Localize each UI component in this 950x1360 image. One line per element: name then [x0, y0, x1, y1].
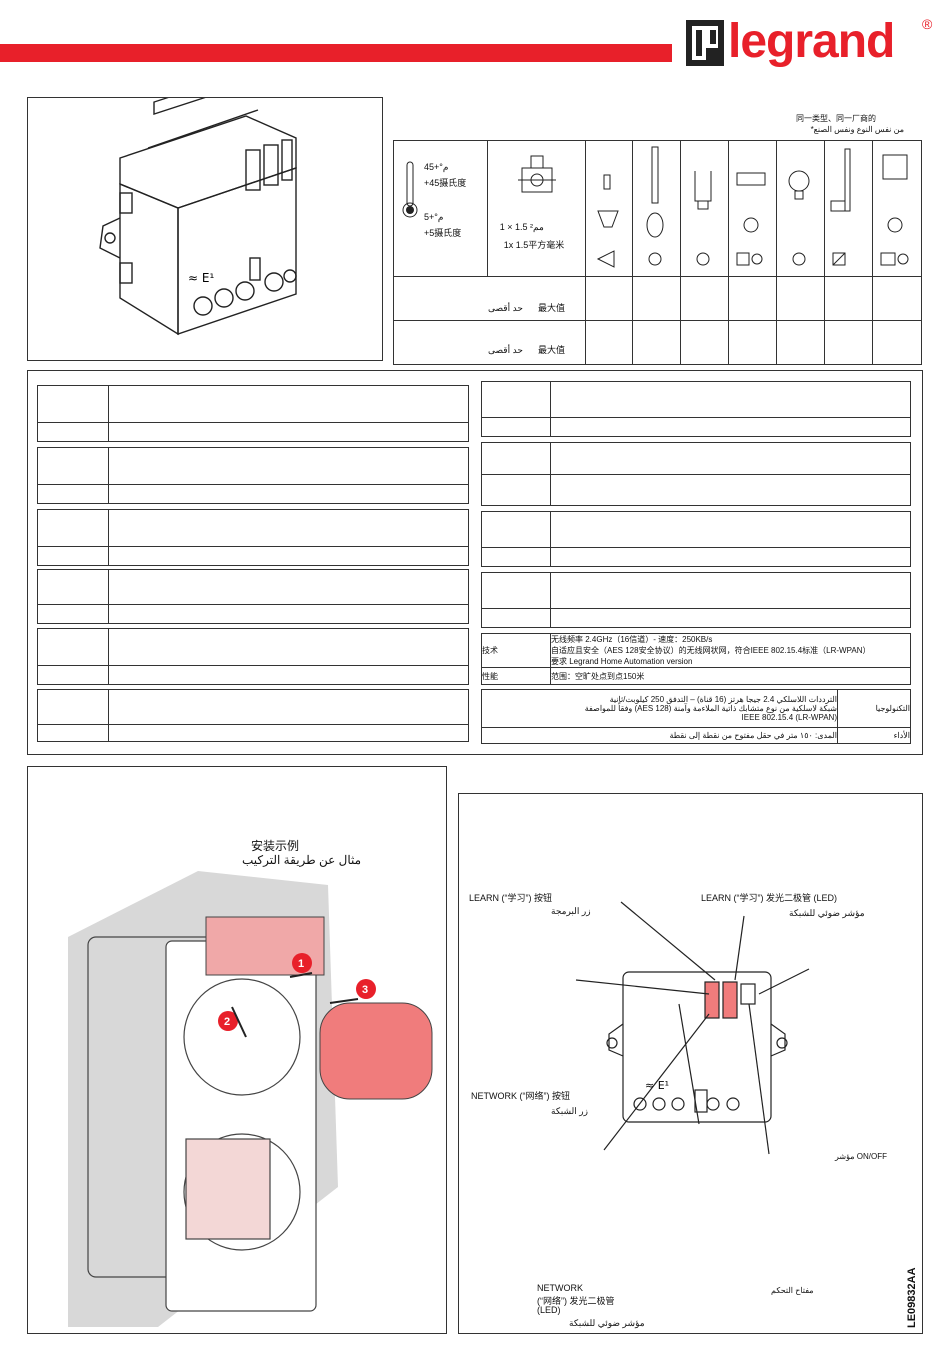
transformer-cell: [728, 140, 778, 277]
perf-value-cn: 范围：空旷处点到点150米: [550, 667, 911, 685]
network-led-ar: مؤشر ضوئي للشبكة: [569, 1318, 645, 1328]
max-row-2-label: حد أقصى 最大值: [392, 320, 587, 365]
tech-value-ar-2: شبكة لاسلكية من نوع متشابك ذاتية الملاءم…: [584, 704, 837, 713]
wire-cn: 1x 1.5平方毫米: [503, 239, 565, 250]
device-legend-panel: LEARN (“学习”) 按钮 زر البرمجة LEARN (“学习”) …: [458, 793, 923, 1334]
wire-cell: 1 × 1.5 مم² 1x 1.5平方毫米: [486, 140, 587, 277]
temp-high-ar: م°+45: [424, 161, 449, 172]
tech-value-cn-1: 无线频率 2.4GHz（16信道）- 速度：250KB/s: [551, 635, 713, 644]
registered-mark: ®: [922, 16, 933, 32]
install-illustration: 1 2 3: [68, 871, 433, 1327]
onoff-ar: مؤشر ON/OFF: [835, 1152, 887, 1161]
max-ar-1: حد أقصى: [488, 303, 523, 313]
thermometer-icon: [402, 161, 418, 217]
ferromagnetic-transformer-icon: [880, 154, 909, 266]
led-lamp-icon: [597, 174, 620, 268]
halogen-lamp-icon: [646, 146, 664, 266]
temp-low-ar: م°+5: [424, 211, 444, 222]
control-key-ar: مفتاح التحكم: [771, 1286, 814, 1295]
network-led-cn-1: NETWORK: [537, 1283, 583, 1293]
spec-table-cn: 技术 无线频率 2.4GHz（16信道）- 速度：250KB/s 自适应且安全（…: [481, 633, 911, 685]
cfl-lamp-icon: [694, 171, 712, 266]
header-red-bar: [0, 44, 672, 62]
terminal-screw-icon: [517, 155, 556, 192]
max-ar-2: حد أقصى: [488, 345, 523, 355]
note-ar: من نفس النوع ونفس الصنع*: [810, 125, 904, 134]
install-title-ar: مثال عن طريقة التركيب: [242, 853, 362, 867]
incandescent-lamp-icon: [788, 170, 810, 266]
learn-button-ar: زر البرمجة: [551, 906, 591, 916]
fluorescent-tube-icon: [830, 148, 851, 266]
micromodule-drawing: ≈ E¹: [99, 71, 297, 336]
cfl-cell: [680, 140, 730, 277]
perf-value-ar: المدى: ١٥٠ متر في حقل مفتوح من نقطة إلى …: [481, 727, 838, 744]
network-button-cn: NETWORK (“网络”) 按钮: [471, 1091, 570, 1101]
spec-panel: [27, 370, 923, 755]
perf-label-cn: 性能: [481, 667, 551, 685]
network-button-ar: زر الشبكة: [551, 1106, 588, 1116]
note-cn: 同一类型、同一厂商的: [796, 114, 876, 123]
document-code: LE09832AA: [906, 1267, 918, 1328]
incandescent-cell: [776, 140, 825, 277]
perf-label-ar: الأداء: [837, 727, 911, 744]
learn-led-cn: LEARN (“学习”) 发光二极管 (LED): [701, 893, 838, 903]
brand-name: legrand: [728, 15, 895, 68]
tech-value-ar-1: الترددات اللاسلكي 2.4 جيجا هرتز (16 قناة…: [609, 695, 837, 704]
step-1: 1: [298, 958, 304, 970]
load-table: م°+45 +45摄氏度 م°+5 +5摄氏度 1 × 1.5 مم² 1x 1…: [392, 140, 922, 365]
tech-value-ar: الترددات اللاسلكي 2.4 جيجا هرتز (16 قناة…: [481, 689, 838, 728]
temp-low-cn: +5摄氏度: [424, 227, 462, 238]
network-led-cn-3: (LED): [537, 1305, 561, 1315]
tech-label-ar: التكنولوجيا: [837, 689, 911, 728]
network-led-cn-2: (“网络”) 发光二极管: [537, 1296, 615, 1306]
transformer-icon: [736, 172, 766, 266]
spec-table-ar: الترددات اللاسلكي 2.4 جيجا هرتز (16 قناة…: [481, 689, 911, 744]
svg-text:≈ E¹: ≈ E¹: [188, 271, 214, 285]
led-lamp-cell: [585, 140, 634, 277]
tech-value-ar-3: IEEE 802.15.4 (LR-WPAN): [741, 713, 837, 722]
tech-label-cn: 技术: [481, 633, 551, 668]
step-2: 2: [224, 1016, 230, 1028]
max-cn-1: 最大值: [538, 303, 566, 313]
temperature-cell: م°+45 +45摄氏度 م°+5 +5摄氏度: [393, 140, 488, 277]
learn-button-cn: LEARN (“学习”) 按钮: [469, 893, 552, 903]
legrand-logo-icon: [686, 20, 724, 66]
max-row-1-label: حد أقصى 最大值: [392, 276, 587, 321]
tech-value-cn-2: 自适应且安全（AES 128安全协议）的无线网状网，符合IEEE 802.15.…: [551, 646, 871, 655]
step-3: 3: [362, 984, 368, 996]
product-drawing-panel: ≈ E¹: [27, 71, 383, 361]
tech-value-cn: 无线频率 2.4GHz（16信道）- 速度：250KB/s 自适应且安全（AES…: [550, 633, 911, 668]
temp-high-cn: +45摄氏度: [424, 177, 467, 188]
wire-ar: 1 × 1.5 مم²: [499, 221, 544, 232]
max-cn-2: 最大值: [538, 345, 566, 355]
svg-text:≈ E¹: ≈ E¹: [645, 1079, 669, 1092]
fluorescent-cell: [823, 140, 874, 277]
install-title-cn: 安装示例: [251, 839, 300, 853]
install-panel: 安装示例 مثال عن طريقة التركيب 1 2 3: [27, 766, 447, 1334]
device-diagram: ≈ E¹: [575, 901, 810, 1155]
learn-led-ar: مؤشر ضوئي للشبكة: [789, 908, 865, 918]
halogen-cell: [632, 140, 682, 277]
tech-value-cn-3: 要求 Legrand Home Automation version: [551, 657, 693, 666]
ferromagnetic-cell: [872, 140, 922, 277]
